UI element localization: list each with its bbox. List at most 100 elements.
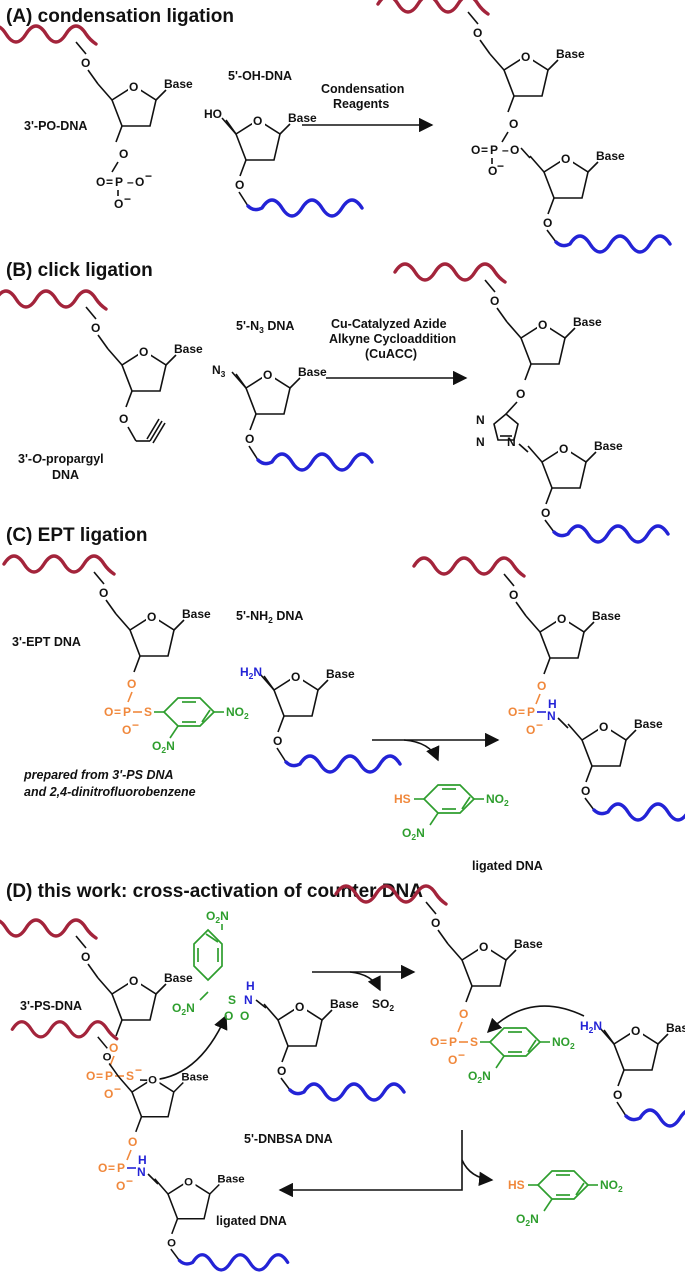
svg-text:O: O <box>543 216 552 230</box>
panel-b-donor-nucleotide: O <box>0 291 203 444</box>
svg-text:−: − <box>497 159 504 173</box>
svg-text:O: O <box>448 1053 457 1067</box>
svg-text:N: N <box>476 413 485 427</box>
svg-text:NO2: NO2 <box>226 705 249 721</box>
panel-b-reagent-line2: Alkyne Cycloaddition <box>329 332 456 346</box>
svg-text:HS: HS <box>394 792 411 806</box>
panel-d-title: (D) this work: cross-activation of count… <box>6 881 423 902</box>
svg-text:H2N: H2N <box>240 665 262 681</box>
svg-text:SO2: SO2 <box>372 997 394 1013</box>
svg-text:H2N: H2N <box>580 1019 602 1035</box>
panel-d-donor-nucleotide: O O = P S − O − <box>0 920 193 1101</box>
svg-text:N: N <box>507 435 516 449</box>
panel-a-donor-label: 3'-PO-DNA <box>24 119 87 133</box>
svg-text:=: = <box>114 705 121 719</box>
svg-text:O: O <box>277 1064 286 1078</box>
panel-c-product: O O = P H N O − O <box>414 558 685 822</box>
svg-text:O: O <box>240 1009 249 1023</box>
panel-a-reagent-line2: Reagents <box>333 97 389 111</box>
svg-text:O: O <box>98 1161 107 1175</box>
svg-text:N3: N3 <box>212 363 226 379</box>
svg-text:H: H <box>548 697 557 711</box>
svg-text:O: O <box>96 175 105 189</box>
panel-b-donor-label-line1: 3'-O-propargyl <box>18 452 104 466</box>
panel-d-leaving-thiol: HS NO2 O2N <box>508 1170 623 1228</box>
svg-text:–: – <box>127 175 134 189</box>
panel-d-product-label: ligated DNA <box>216 1214 287 1228</box>
svg-text:HS: HS <box>508 1178 525 1192</box>
svg-text:O: O <box>116 1179 125 1193</box>
svg-text:−: − <box>536 718 543 732</box>
panel-d-donor-label: 3'-PS-DNA <box>20 999 82 1013</box>
svg-text:=: = <box>96 1069 103 1083</box>
panel-a-acceptor-label: 5'-OH-DNA <box>228 69 292 83</box>
panel-d-activated-intermediate: O O = P S O − NO2 O2N <box>336 886 575 1085</box>
svg-text:O: O <box>224 1009 233 1023</box>
svg-text:O: O <box>119 147 128 161</box>
panel-d-amine-nucleotide: H2N <box>580 1019 685 1126</box>
svg-text:−: − <box>114 1082 121 1096</box>
svg-text:O2N: O2N <box>172 1001 195 1017</box>
svg-text:S: S <box>228 993 236 1007</box>
svg-text:O: O <box>526 723 535 737</box>
svg-text:O: O <box>488 164 497 178</box>
panel-b-acceptor-nucleotide: N3 <box>212 363 372 470</box>
svg-text:P: P <box>527 705 535 719</box>
panel-a-reagent-line1: Condensation <box>321 82 404 96</box>
svg-text:O: O <box>430 1035 439 1049</box>
svg-text:N: N <box>137 1165 146 1179</box>
panel-d-return-arrow <box>278 1130 494 1198</box>
svg-text:O: O <box>104 705 113 719</box>
svg-text:O: O <box>86 1069 95 1083</box>
svg-text:−: − <box>145 169 152 183</box>
panel-b-reagent-line1: Cu-Catalyzed Azide <box>331 317 447 331</box>
panel-c-product-label: ligated DNA <box>472 859 543 873</box>
svg-text:O2N: O2N <box>206 909 229 925</box>
svg-text:=: = <box>518 705 525 719</box>
panel-a-reaction-arrow: Condensation Reagents <box>302 82 434 133</box>
svg-text:=: = <box>108 1161 115 1175</box>
svg-text:O: O <box>167 1237 176 1249</box>
svg-text:O: O <box>510 143 519 157</box>
svg-text:−: − <box>124 192 131 206</box>
svg-text:O: O <box>516 387 525 401</box>
panel-c-note-line1: prepared from 3'-PS DNA <box>23 768 174 782</box>
panel-c-note-line2: and 2,4-dinitrofluorobenzene <box>24 785 196 799</box>
panel-c-leaving-thiol: HS NO2 O2N <box>394 784 509 842</box>
svg-text:=: = <box>481 143 488 157</box>
svg-text:O: O <box>109 1041 118 1055</box>
svg-text:O: O <box>128 1135 137 1149</box>
panel-b-reaction-arrow: Cu-Catalyzed Azide Alkyne Cycloaddition … <box>326 317 468 386</box>
svg-text:O2N: O2N <box>152 739 175 755</box>
svg-text:–: – <box>502 143 509 157</box>
svg-text:O: O <box>537 679 546 693</box>
svg-text:N: N <box>547 709 556 723</box>
svg-text:N: N <box>476 435 485 449</box>
svg-text:−: − <box>135 1063 142 1077</box>
svg-text:S: S <box>126 1069 134 1083</box>
svg-text:NO2: NO2 <box>552 1035 575 1051</box>
svg-text:O: O <box>135 175 144 189</box>
svg-text:=: = <box>106 175 113 189</box>
svg-text:HO: HO <box>204 107 222 121</box>
svg-text:O: O <box>459 1007 468 1021</box>
panel-b-acceptor-label: 5'-N3 DNA <box>236 319 294 335</box>
svg-text:O: O <box>114 197 123 211</box>
panel-d-reagent-label: 5'-DNBSA DNA <box>244 1132 333 1146</box>
svg-text:O2N: O2N <box>402 826 425 842</box>
svg-text:=: = <box>440 1035 447 1049</box>
panel-a-product: O O = P – O O − O <box>378 0 672 254</box>
panel-b-donor-label-line2: DNA <box>52 468 79 482</box>
svg-text:O2N: O2N <box>468 1069 491 1085</box>
svg-text:P: P <box>449 1035 457 1049</box>
svg-text:−: − <box>458 1048 465 1062</box>
svg-text:NO2: NO2 <box>600 1178 623 1194</box>
svg-text:−: − <box>132 718 139 732</box>
panel-c-reaction-arrow <box>372 732 500 762</box>
panel-b-reagent-line3: (CuACC) <box>365 347 417 361</box>
panel-d-thiolate-attack-arrow <box>139 1014 228 1081</box>
panel-a-title: (A) condensation ligation <box>6 6 234 27</box>
panel-b-title: (B) click ligation <box>6 260 153 281</box>
panel-d-amine-attack-arrow <box>486 1005 585 1034</box>
svg-text:O2N: O2N <box>516 1212 539 1228</box>
